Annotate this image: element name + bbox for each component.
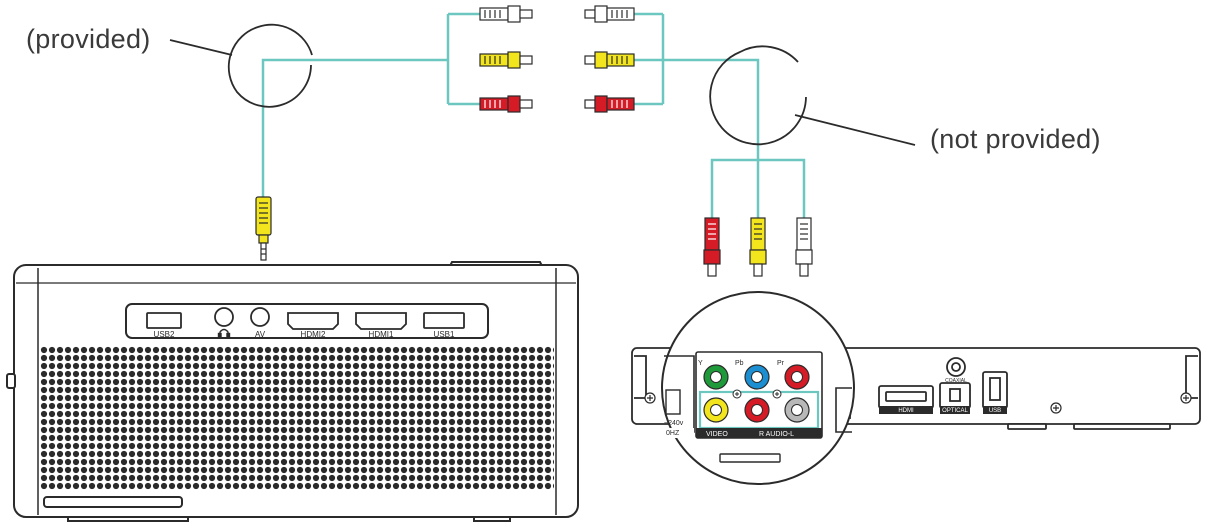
yellow-rca-plug-not-provided [584,51,635,69]
white-rca-plug-not-provided [584,5,635,23]
provided-rca-plugs [479,5,533,113]
red-rca-plug-not-provided [584,95,635,113]
speaker-grille [40,346,554,490]
hdmi-inner [885,391,927,402]
not-provided-circle [709,45,807,146]
headphone-port[interactable] [214,307,234,327]
white-rca-plug-vertical [795,217,813,277]
player-port-labels: HDMI OPTICAL COAXIAL USB [879,378,1007,414]
side-button[interactable] [6,373,16,389]
y-label: Y [698,360,703,367]
projector-bottom-slot [43,496,183,508]
hdmi1-port[interactable] [355,312,407,330]
not-provided-cable [663,58,760,160]
provided-cable-branches [446,12,480,106]
hdmi2-label: HDMI2 [301,330,326,339]
av-jack-plug [255,196,272,261]
magnifier-foot [719,453,781,463]
player-left-notch [634,355,647,399]
player-screws [644,392,1192,414]
usb2-port[interactable] [146,312,182,329]
projector-foot-right [473,517,511,522]
magnifier: Y Pb Pr ~240v 0HZ VIDEO R AUDIO-L [661,291,855,485]
provided-callout: (provided) [26,24,151,54]
red-rca-plug-provided [479,95,533,113]
pb-label: Pb [735,360,744,367]
not-provided-cable-fan [710,158,806,218]
optical-inner [949,388,961,402]
magnifier-right-edge [835,387,852,433]
hdmi2-port[interactable] [287,312,339,330]
av-port[interactable] [250,307,270,327]
projector-port-labels: USB2 AV HDMI2 HDMI1 USB1 [154,328,455,339]
not-provided-cable-branches [634,12,665,106]
usb1-label: USB1 [434,330,455,339]
av-label: AV [255,330,266,339]
not-provided-rca-plugs [584,5,635,113]
video-label: VIDEO [706,431,728,438]
voltage-label: ~240v [664,420,684,427]
player-foot-right-a [1007,423,1047,430]
cables [261,12,806,218]
inlet-label-strip [664,428,694,438]
power-inlet-zoom [665,389,681,415]
jack-screws [732,389,782,399]
yellow-rca-plug-provided [479,51,533,69]
usb-label: USB [989,408,1001,414]
player-foot-right-b [1073,423,1171,430]
provided-cable [261,58,448,198]
red-rca-plug-vertical [703,217,721,277]
audio-label: R AUDIO-L [759,431,794,438]
not-provided-callout: (not provided) [930,124,1101,154]
headphone-icon [217,328,231,338]
jack-label-strip [696,428,822,438]
vertical-rca-plugs [703,217,813,277]
projector-ports [146,307,465,330]
player-right-notch [1185,355,1198,399]
callout-marks [169,23,916,146]
white-rca-plug-provided [479,5,533,23]
coaxial-inner [951,362,961,372]
coaxial-label: COAXIAL [945,378,967,384]
usb-inner [989,377,1001,401]
usb1-port[interactable] [423,312,465,329]
optical-label: OPTICAL [942,408,968,414]
hdmi-output-label: HDMI [898,408,914,414]
yellow-rca-plug-vertical [749,217,767,277]
not-provided-leader [794,114,916,146]
frequency-label: 0HZ [666,430,680,437]
usb2-label: USB2 [154,330,175,339]
hdmi1-label: HDMI1 [369,330,394,339]
projector [6,261,579,522]
provided-circle [227,23,313,108]
projector-foot-left [67,517,189,522]
pr-label: Pr [777,360,785,367]
provided-leader [169,39,233,56]
